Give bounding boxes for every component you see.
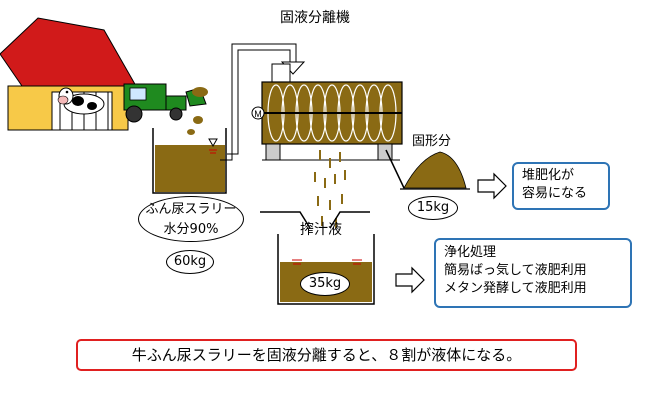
solid-result-line2: 容易になる <box>522 186 588 201</box>
solid-pile <box>385 149 470 190</box>
cow-icon <box>57 87 105 115</box>
liquid-label: 搾汁液 <box>300 222 342 238</box>
liquid-use-3: メタン発酵して液肥利用 <box>444 281 587 296</box>
slurry-tank <box>152 128 227 194</box>
liquid-drops <box>314 150 346 228</box>
slurry-moisture: 水分90% <box>163 222 219 237</box>
liquid-arrow-icon <box>395 266 425 294</box>
liquid-amount: 35kg <box>300 272 350 296</box>
slurry-amount: 60kg <box>166 250 214 274</box>
liquid-uses-box: 浄化処理 簡易ばっ気して液肥利用 メタン発酵して液肥利用 <box>434 238 632 308</box>
barn <box>0 17 137 131</box>
slurry-name: ふん尿スラリー <box>145 202 237 217</box>
solid-arrow-icon <box>477 172 507 200</box>
solid-result-line1: 堆肥化が <box>522 168 575 183</box>
solid-label: 固形分 <box>412 134 452 149</box>
separator-machine: M <box>251 63 403 161</box>
liquid-use-2: 簡易ばっ気して液肥利用 <box>444 263 587 278</box>
separator-title: 固液分離機 <box>280 10 350 26</box>
slurry-label: ふん尿スラリー 水分90% <box>138 196 244 242</box>
summary-box: 牛ふん尿スラリーを固液分離すると、８割が液体になる。 <box>76 339 577 371</box>
falling-slurry <box>187 116 203 135</box>
motor-symbol: M <box>254 109 262 119</box>
liquid-use-1: 浄化処理 <box>444 245 497 260</box>
barn-roof <box>0 17 137 87</box>
solid-amount: 15kg <box>408 196 458 220</box>
summary-text: 牛ふん尿スラリーを固液分離すると、８割が液体になる。 <box>131 346 522 364</box>
tractor-icon <box>123 83 208 123</box>
solid-result-box: 堆肥化が 容易になる <box>512 162 610 210</box>
